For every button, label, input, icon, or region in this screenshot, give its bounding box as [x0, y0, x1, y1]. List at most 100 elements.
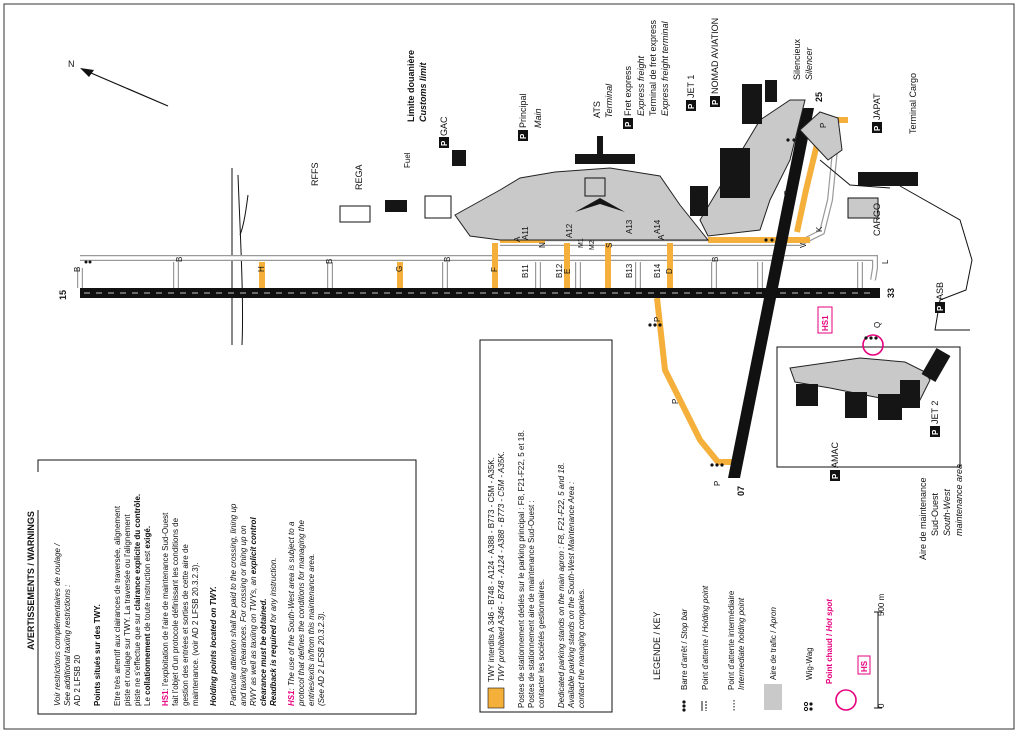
- svg-text:P: P: [831, 473, 840, 479]
- maintenance-area-outline: [776, 346, 961, 468]
- legend-panel: TWY interdits A 346 - B748 - A124 - A388…: [479, 339, 886, 713]
- hs-legend-box: [857, 655, 871, 675]
- svg-text:B: B: [443, 257, 452, 262]
- runway-07-label: 07: [736, 486, 746, 496]
- svg-text:Readback is required for any i: Readback is required for any instruction…: [269, 557, 278, 706]
- svg-text:maintenance. (voir AD 2 LFSB 2: maintenance. (voir AD 2 LFSB 20.3.2.3).: [191, 562, 200, 706]
- svg-text:B: B: [175, 257, 184, 262]
- svg-text:P: P: [711, 99, 720, 105]
- svg-text:0: 0: [877, 703, 886, 708]
- svg-text:Aire de maintenance: Aire de maintenance: [918, 477, 928, 560]
- svg-text:B12: B12: [555, 263, 564, 278]
- svg-text:South-West: South-West: [942, 489, 952, 536]
- svg-text:B14: B14: [653, 263, 662, 278]
- svg-text:Main: Main: [533, 108, 543, 128]
- svg-text:Principal: Principal: [518, 93, 528, 128]
- terminal-buildings: [339, 80, 918, 223]
- svg-text:B: B: [73, 267, 82, 272]
- north-label: N: [68, 59, 75, 69]
- svg-text:A14: A14: [653, 219, 662, 234]
- svg-text:P: P: [519, 133, 528, 139]
- svg-text:REGA: REGA: [354, 164, 364, 190]
- svg-text:P: P: [873, 125, 882, 131]
- svg-text:Le collationnement de toute in: Le collationnement de toute instruction …: [143, 526, 152, 706]
- svg-text:K: K: [815, 226, 824, 232]
- main-apron: [454, 167, 710, 241]
- svg-text:Terminal Cargo: Terminal Cargo: [908, 73, 918, 134]
- svg-text:RFFS: RFFS: [310, 163, 320, 187]
- svg-text:HS1: The use of the South-West: HS1: The use of the South-West area is s…: [287, 521, 296, 706]
- svg-text:N: N: [538, 242, 547, 248]
- svg-text:CARGO: CARGO: [872, 203, 882, 236]
- taxiway-labels: B B B B B H G F E D C L Q P P P P S N M1…: [73, 123, 890, 486]
- svg-text:L: L: [881, 259, 890, 264]
- svg-text:AD 2 LFSB 20: AD 2 LFSB 20: [73, 654, 82, 706]
- maintenance-hangars: [796, 348, 951, 420]
- svg-text:V: V: [799, 242, 808, 248]
- svg-text:A11: A11: [521, 226, 530, 240]
- svg-text:Voir restrictions complémentai: Voir restrictions complémentaires de rou…: [53, 543, 62, 706]
- svg-text:B: B: [325, 259, 334, 264]
- taxiway-connectors: [173, 262, 863, 290]
- svg-text:Point d'attente / Holding poin: Point d'attente / Holding point: [701, 585, 710, 690]
- svg-text:contact the managing companies: contact the managing companies.: [577, 588, 586, 708]
- svg-text:P: P: [687, 103, 696, 109]
- svg-text:F: F: [490, 267, 499, 272]
- svg-text:Point d'attente intermédiaire: Point d'attente intermédiaire: [727, 590, 736, 690]
- svg-text:Customs limit: Customs limit: [418, 61, 428, 122]
- hot-spot-hs1: [862, 334, 884, 356]
- hot-spot-hs1-box: [817, 306, 833, 334]
- hot-spot-hs1-label: HS1: [821, 315, 830, 331]
- svg-text:Q: Q: [873, 322, 882, 328]
- svg-text:Intermediate holding point: Intermediate holding point: [737, 597, 746, 690]
- svg-text:TWY prohibited A346 - B748 - A: TWY prohibited A346 - B748 - A124 - A388…: [497, 451, 506, 682]
- svg-text:H: H: [257, 266, 266, 272]
- runway-07-25: [728, 108, 814, 478]
- svg-text:piste ne s'effectue que sur cl: piste ne s'effectue que sur clairance ex…: [133, 494, 142, 706]
- svg-text:Points situés sur des TWY.: Points situés sur des TWY.: [93, 604, 102, 706]
- svg-text:fait l'objet d'un protocole dé: fait l'objet d'un protocole définissant …: [171, 517, 180, 706]
- svg-text:A: A: [513, 236, 522, 242]
- aerodrome-map: N: [58, 18, 973, 560]
- chart-frame: [3, 3, 1015, 730]
- svg-text:Terminal de fret express: Terminal de fret express: [648, 19, 658, 116]
- road: [239, 194, 249, 236]
- svg-text:P: P: [671, 399, 680, 404]
- svg-text:P: P: [624, 121, 633, 127]
- svg-text:contacter les sociétés gestion: contacter les sociétés gestionnaires.: [537, 579, 546, 708]
- apron-swatch: [764, 684, 782, 710]
- svg-text:ASB: ASB: [935, 282, 945, 300]
- svg-text:entries/exits in/from this mai: entries/exits in/from this maintenance a…: [307, 553, 316, 706]
- svg-text:AMAC: AMAC: [830, 441, 840, 468]
- svg-text:protocol that defines the cond: protocol that defines the conditions for…: [297, 520, 306, 707]
- svg-text:D: D: [665, 268, 674, 274]
- svg-text:Barre d'arrêt / Stop bar: Barre d'arrêt / Stop bar: [680, 609, 689, 690]
- runway-15-label: 15: [58, 290, 68, 300]
- svg-text:A12: A12: [565, 223, 574, 238]
- svg-text:gestion des entrées et sorties: gestion des entrées et sorties de cette …: [181, 544, 190, 706]
- svg-text:C: C: [783, 190, 792, 196]
- svg-text:Terminal: Terminal: [604, 83, 614, 118]
- svg-text:JET 1: JET 1: [686, 75, 696, 98]
- scale-bar: [874, 611, 882, 709]
- hs-legend-label: HS: [860, 660, 869, 672]
- svg-text:A13: A13: [625, 219, 634, 234]
- svg-text:HS1: l'exploitation de l'aire: HS1: l'exploitation de l'aire de mainten…: [161, 512, 170, 706]
- svg-text:P: P: [931, 429, 940, 435]
- svg-text:B: B: [711, 257, 720, 262]
- svg-text:JET 2: JET 2: [930, 401, 940, 424]
- svg-text:P: P: [819, 123, 828, 128]
- svg-text:Fret express: Fret express: [623, 65, 633, 116]
- svg-text:clearance must be obtained.: clearance must be obtained.: [259, 598, 268, 706]
- svg-text:P: P: [936, 305, 945, 311]
- svg-text:Sud-Ouest: Sud-Ouest: [930, 492, 940, 536]
- stop-bar-icon: [682, 700, 686, 712]
- svg-text:Available parking stands on th: Available parking stands on the South-We…: [567, 482, 576, 709]
- svg-text:(See AD 2 LFSB 20.3.2.3).: (See AD 2 LFSB 20.3.2.3).: [317, 611, 326, 706]
- north-arrow-icon: N: [68, 59, 169, 107]
- svg-text:A: A: [657, 234, 666, 240]
- wigwag-icon: [803, 701, 813, 712]
- svg-text:Fuel: Fuel: [403, 152, 412, 168]
- svg-text:Dedicated parking stands on th: Dedicated parking stands on the main apr…: [557, 463, 566, 708]
